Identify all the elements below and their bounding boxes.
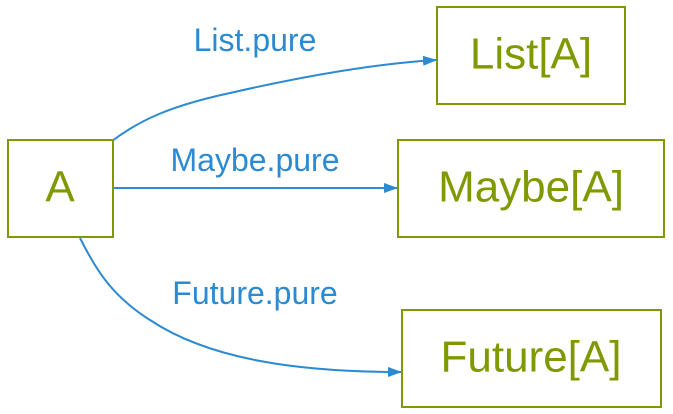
edge-list-pure: [111, 55, 437, 142]
node-maybe-a: Maybe[A]: [397, 139, 665, 238]
node-future-a-label: Future[A]: [441, 333, 622, 382]
node-a-box: [7, 139, 114, 238]
node-list-a: List[A]: [436, 6, 626, 105]
node-list-a-box: [436, 6, 626, 105]
node-list-a-label: List[A]: [470, 30, 592, 79]
node-a-label: A: [45, 163, 75, 212]
node-maybe-a-label: Maybe[A]: [438, 163, 624, 212]
node-future-a-box: [401, 309, 662, 408]
edge-label-maybe-pure: Maybe.pure: [171, 142, 340, 178]
edge-label-list-pure: List.pure: [194, 22, 317, 58]
edge-label-future-pure: Future.pure: [172, 275, 337, 311]
node-maybe-a-box: [397, 139, 665, 238]
edge-future-pure: [79, 237, 402, 377]
node-future-a: Future[A]: [401, 309, 662, 408]
node-a: A: [7, 139, 114, 238]
